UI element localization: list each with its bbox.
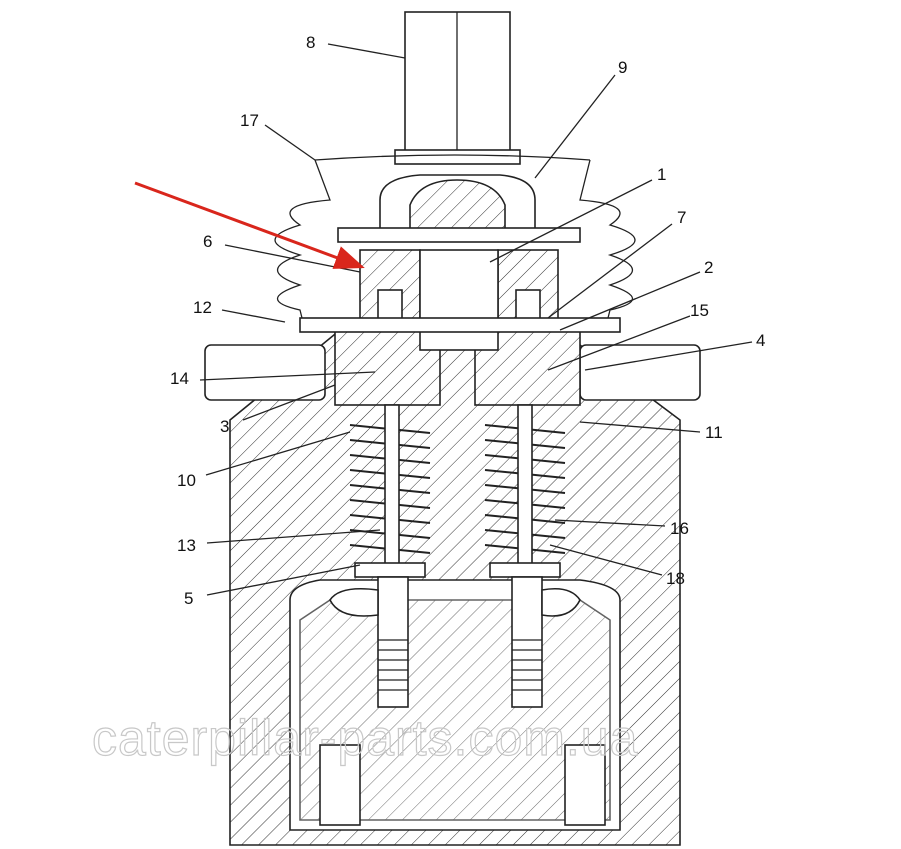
callout-16: 16: [670, 519, 689, 538]
callout-8: 8: [306, 33, 315, 52]
plungers: [299, 249, 621, 406]
callouts: 8 9 17 1 7 6 2 15 12 4 14 3 11 10 16 13 …: [170, 33, 765, 608]
callout-18: 18: [666, 569, 685, 588]
callout-3: 3: [220, 417, 229, 436]
callout-11: 11: [705, 423, 723, 442]
spools: [329, 576, 581, 708]
rubber-boot: [274, 154, 636, 331]
callout-13: 13: [177, 536, 196, 555]
callout-15: 15: [690, 301, 709, 320]
callout-17: 17: [240, 111, 259, 130]
callout-9: 9: [618, 58, 627, 77]
highlight-arrow: [134, 181, 365, 269]
callout-12: 12: [193, 298, 212, 317]
callout-1: 1: [657, 165, 666, 184]
callout-14: 14: [170, 369, 189, 388]
callout-7: 7: [677, 208, 686, 227]
callout-6: 6: [203, 232, 212, 251]
callout-5: 5: [184, 589, 193, 608]
springs: [349, 404, 566, 578]
watermark: caterpillar-parts.com.ua: [92, 710, 638, 766]
actuator-top: [337, 11, 581, 243]
callout-10: 10: [177, 471, 196, 490]
callout-4: 4: [756, 331, 765, 350]
valve-body: [204, 329, 701, 846]
callout-2: 2: [704, 258, 713, 277]
